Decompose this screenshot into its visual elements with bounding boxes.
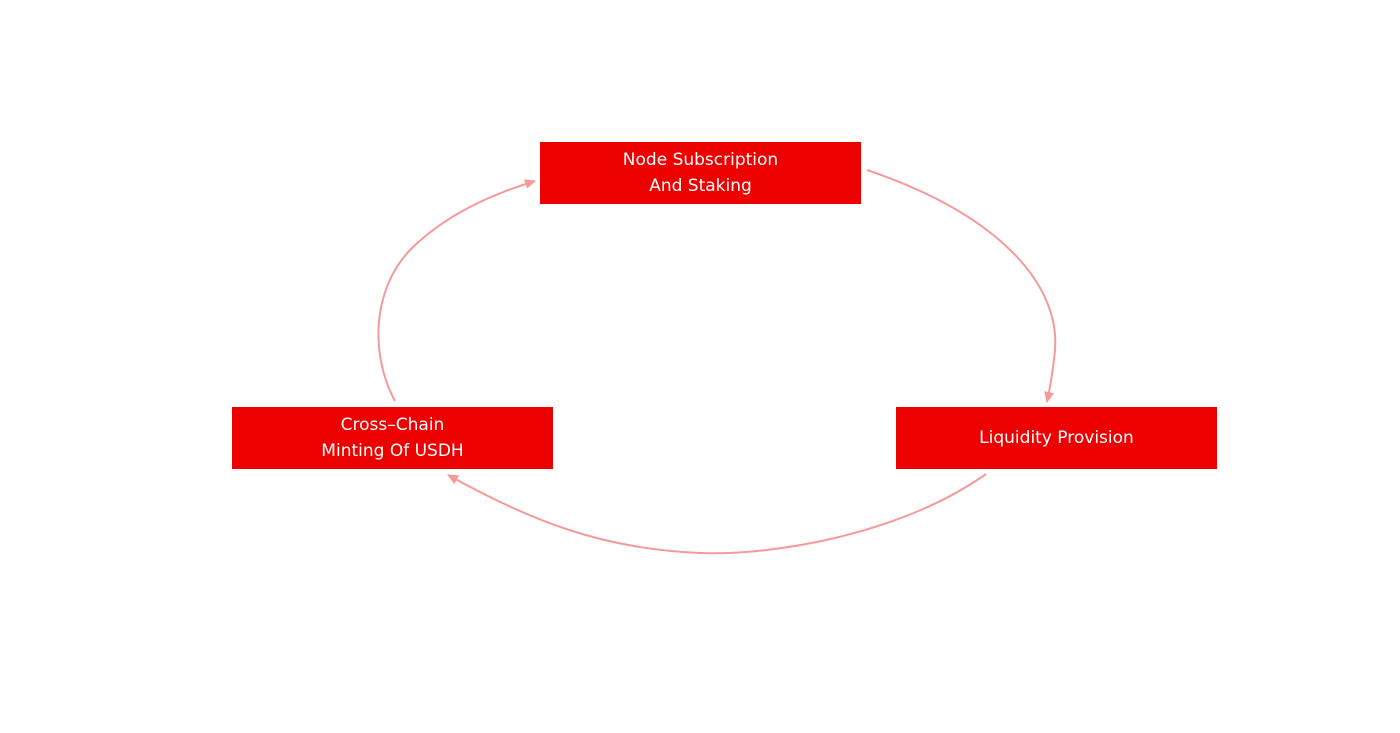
node-subscription-staking-box: Node Subscription And Staking [540,142,861,204]
arrow-staking-to-liquidity [866,169,1057,403]
node-label-line: Cross–Chain [340,415,445,435]
node-label-line: Minting Of USDH [321,441,464,461]
node-label-line: Liquidity Provision [979,428,1134,448]
node-label-line: Node Subscription [622,150,779,170]
arrow-liquidity-to-minting [447,473,987,555]
arrow-minting-to-staking [377,179,536,402]
liquidity-provision-box: Liquidity Provision [896,407,1217,469]
cross-chain-minting-box: Cross–Chain Minting Of USDH [232,407,553,469]
node-label-line: And Staking [649,176,752,196]
